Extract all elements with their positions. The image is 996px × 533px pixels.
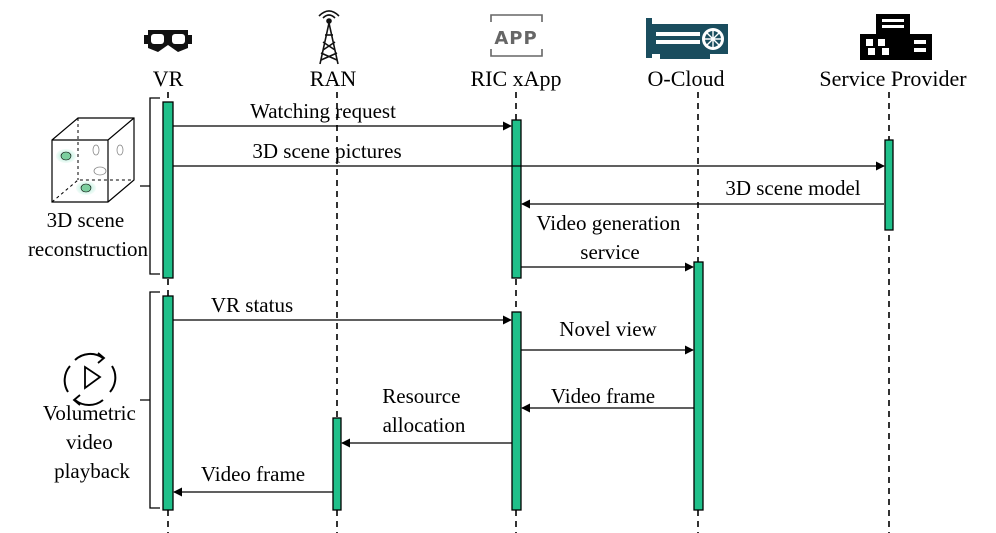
phase-label-reconstruction: 3D scene reconstruction [28, 208, 149, 261]
msg-label-novel-view: Novel view [559, 317, 657, 341]
phase-bracket-playback [140, 291, 160, 509]
actor-label-vr: VR [153, 66, 184, 91]
msg-label-resource-allocation: Resource allocation [382, 384, 466, 437]
building-icon [860, 14, 932, 60]
app-icon-text: APP [494, 28, 537, 49]
msg-label-video-frame-ran: Video frame [201, 462, 305, 486]
phase-label-playback: Volumetric video playback [43, 401, 141, 483]
app-icon: APP [490, 14, 543, 57]
actor-label-ric-xapp: RIC xApp [470, 66, 561, 91]
activation-vr-playback [162, 295, 174, 511]
radio-tower-icon [318, 10, 340, 65]
msg-label-video-generation: Video generation service [536, 211, 685, 264]
play-cycle-icon [63, 352, 117, 407]
actor-label-ran: RAN [310, 66, 357, 91]
actor-label-service-provider: Service Provider [819, 66, 967, 91]
phase-bracket-reconstruction [140, 97, 160, 275]
msg-label-scene-pictures: 3D scene pictures [252, 139, 401, 163]
actor-label-o-cloud: O-Cloud [648, 66, 725, 91]
activation-vr-reconstruction [162, 101, 174, 279]
msg-label-video-frame-cloud: Video frame [551, 384, 655, 408]
msg-label-vr-status: VR status [211, 293, 293, 317]
activation-ran [332, 417, 342, 511]
gpu-card-icon [646, 18, 728, 59]
msg-label-watching-request: Watching request [250, 99, 396, 123]
activation-ric-reconstruction [511, 119, 522, 279]
3d-scene-cube-icon [51, 117, 135, 203]
activation-cloud [693, 261, 704, 511]
activation-ric-playback [511, 311, 522, 511]
msg-label-scene-model: 3D scene model [725, 176, 860, 200]
vr-headset-icon [144, 30, 192, 52]
activation-service-provider [884, 139, 894, 231]
